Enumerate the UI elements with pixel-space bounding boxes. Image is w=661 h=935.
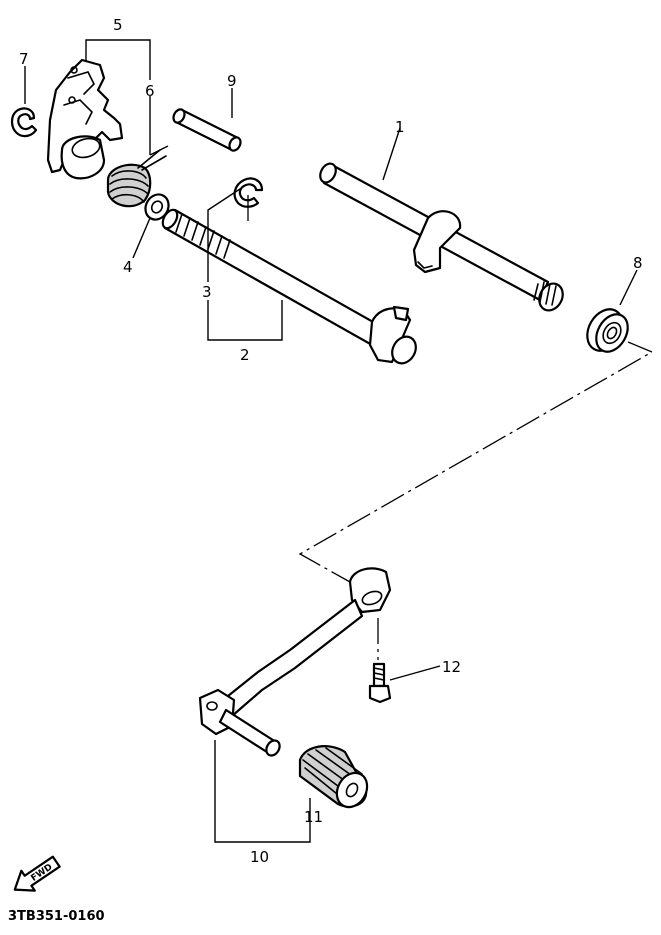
callout-1: 1 <box>395 118 405 136</box>
callout-12: 12 <box>442 658 461 676</box>
part-12-bolt[interactable] <box>368 662 392 704</box>
diagram-code: 3TB351-0160 <box>8 909 105 924</box>
part-3-circlip[interactable] <box>233 177 264 208</box>
callout-7: 7 <box>19 50 29 68</box>
callout-4: 4 <box>123 258 133 276</box>
part-10-change-pedal[interactable] <box>198 567 392 758</box>
fwd-arrow-icon: FWD <box>13 855 61 892</box>
part-5-shift-lever[interactable] <box>46 58 124 180</box>
callout-11: 11 <box>304 808 323 826</box>
part-9-pin[interactable] <box>171 107 242 152</box>
callout-6: 6 <box>145 82 155 100</box>
part-2-shift-shaft-assy[interactable] <box>160 207 421 367</box>
part-11-pedal-rubber[interactable] <box>298 745 373 812</box>
alignment-dash-lines <box>149 145 654 660</box>
callout-5: 5 <box>113 16 123 34</box>
callout-labels: 1 2 3 4 5 6 7 8 9 10 11 12 <box>19 16 643 866</box>
callout-2: 2 <box>240 346 250 364</box>
callout-3: 3 <box>202 283 212 301</box>
part-6-torsion-spring[interactable] <box>106 149 167 208</box>
part-4-washer[interactable] <box>141 190 173 224</box>
part-7-circlip[interactable] <box>10 107 38 138</box>
part-8-oil-seal[interactable] <box>580 303 634 357</box>
part-1-shift-shaft[interactable] <box>317 161 567 315</box>
callout-9: 9 <box>227 72 237 90</box>
callout-8: 8 <box>633 254 643 272</box>
callout-10: 10 <box>250 848 269 866</box>
leader-lines <box>24 39 638 843</box>
